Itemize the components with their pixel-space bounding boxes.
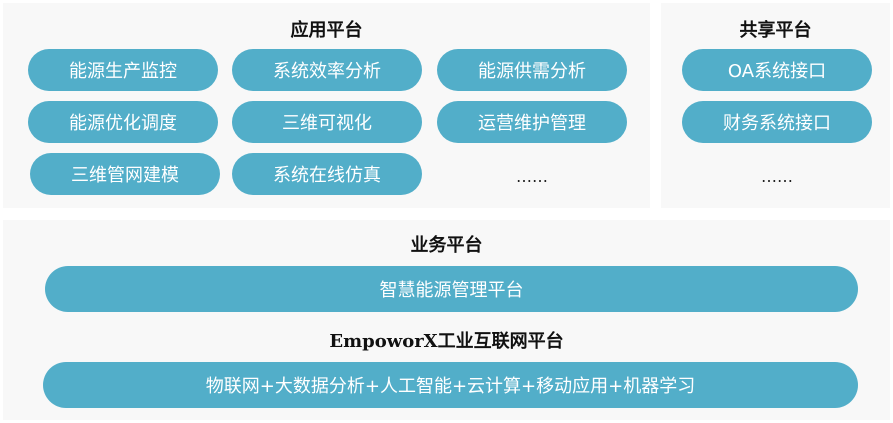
app-item[interactable]: 运营维护管理 [437, 101, 627, 143]
shared-platform-title: 共享平台 [739, 20, 812, 41]
app-platform-panel: 应用平台 能源生产监控 系统效率分析 能源供需分析 能源优化调度 三维可视化 运… [3, 3, 650, 208]
app-item[interactable]: 能源优化调度 [28, 101, 218, 143]
app-item[interactable]: 能源供需分析 [437, 49, 627, 91]
shared-platform-panel: 共享平台 OA系统接口 财务系统接口 …… [661, 3, 890, 208]
business-platform-panel: 业务平台 智慧能源管理平台 EmpoworX工业互联网平台 物联网+大数据分析+… [3, 220, 890, 420]
app-item[interactable]: 系统效率分析 [232, 49, 422, 91]
technology-stack[interactable]: 物联网+大数据分析+人工智能+云计算+移动应用+机器学习 [43, 362, 858, 408]
shared-more-ellipsis: …… [761, 167, 793, 186]
energy-management-platform[interactable]: 智慧能源管理平台 [45, 266, 858, 312]
app-item[interactable]: 三维管网建模 [30, 153, 220, 195]
app-item[interactable]: 三维可视化 [232, 101, 422, 143]
app-item[interactable]: 能源生产监控 [28, 49, 218, 91]
app-platform-title: 应用平台 [290, 20, 363, 41]
app-item[interactable]: 系统在线仿真 [232, 153, 422, 195]
app-more-ellipsis: …… [516, 167, 548, 186]
shared-item[interactable]: OA系统接口 [682, 49, 872, 91]
iiot-platform-title: EmpoworX工业互联网平台 [329, 331, 564, 352]
shared-item[interactable]: 财务系统接口 [682, 101, 872, 143]
business-platform-title: 业务平台 [410, 235, 483, 256]
